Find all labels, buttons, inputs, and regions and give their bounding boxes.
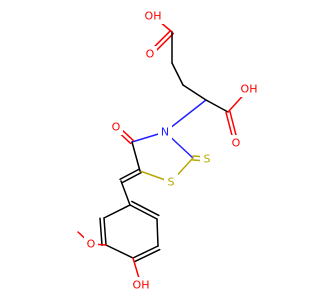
atom-oh-top-text: OH <box>145 10 162 23</box>
atom-s-thione-text: S <box>204 153 211 166</box>
bond-aryl-6 <box>129 204 158 220</box>
bond-aryl-3 <box>105 244 134 259</box>
bond-layer <box>77 15 250 286</box>
atom-s-ring: S <box>164 174 178 190</box>
bond-aryl-5 <box>156 218 159 247</box>
bond-chain-2 <box>171 62 184 86</box>
atom-s-ring-text: S <box>168 176 175 189</box>
atom-o-methoxy-text: O <box>87 238 96 251</box>
bond-acid2-c <box>205 99 229 113</box>
atom-oh-acid2-text: OH <box>241 83 258 96</box>
atom-oh-phenol: OH <box>128 277 154 293</box>
bond-ring-c5-c4 <box>131 141 141 172</box>
atom-n-ring-text: N <box>161 126 169 139</box>
molecule-structure: OH O OH O O N S S <box>77 8 262 293</box>
bond-chain-3 <box>182 84 207 101</box>
atom-o-methoxy: O <box>84 236 98 252</box>
atom-label-layer: OH O OH O O N S S <box>84 8 262 293</box>
bond-aryl-4-inner <box>133 248 161 263</box>
bond-aryl-6-inner <box>131 200 160 217</box>
atom-o-acid2-carbonyl-text: O <box>232 137 241 150</box>
atom-oh-phenol-text: OH <box>133 279 150 292</box>
atom-o-top-carbonyl-text: O <box>146 48 155 61</box>
bond-aryl-2 <box>103 217 107 246</box>
bond-exo-a <box>121 172 142 184</box>
atom-o-top-carbonyl: O <box>143 46 157 62</box>
bond-aryl-2-inner <box>99 217 103 247</box>
atom-s-thione: S <box>200 151 214 167</box>
atom-n-ring: N <box>158 124 172 140</box>
atom-oh-acid2: OH <box>236 81 262 97</box>
bond-vinyl-aryl <box>120 180 131 206</box>
atom-o-ring-ketone: O <box>109 119 123 135</box>
bond-exo-b <box>119 168 140 180</box>
atom-o-acid2-carbonyl: O <box>229 135 243 151</box>
bond-aryl-1 <box>103 204 131 219</box>
atom-oh-top: OH <box>140 8 166 24</box>
bond-aryl-4 <box>132 245 159 259</box>
atom-o-ring-ketone-text: O <box>112 121 121 134</box>
